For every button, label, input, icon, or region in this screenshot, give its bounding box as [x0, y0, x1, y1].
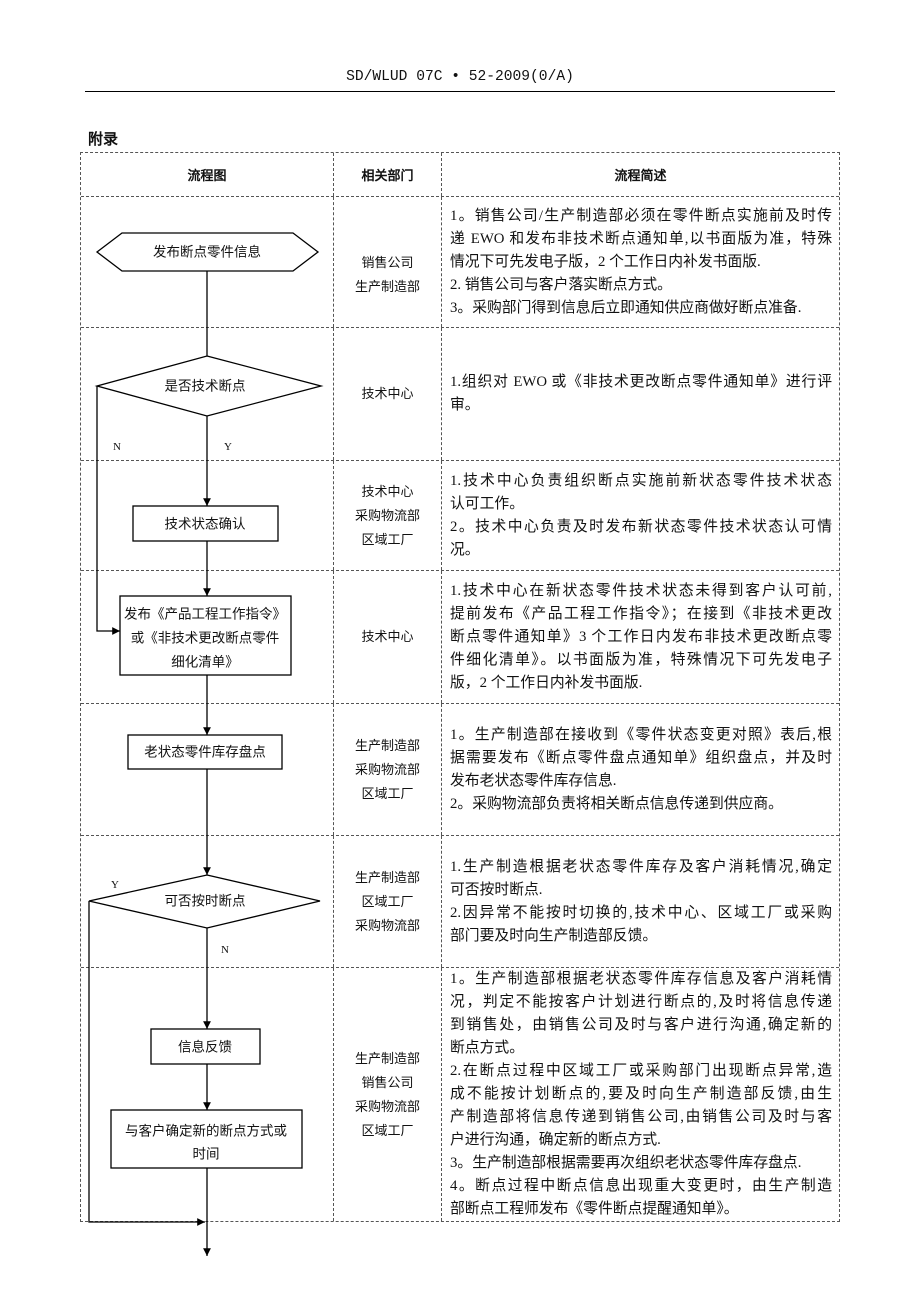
department-name: 技术中心 [361, 386, 414, 401]
appendix-title: 附录 [88, 131, 119, 148]
column-header-description: 流程简述 [441, 153, 839, 196]
department-name: 生产制造部 [354, 869, 420, 885]
description-line: 部断点工程师发布《零件断点提醒通知单》。 [450, 1201, 739, 1217]
departments-cell: 生产制造部区域工厂采购物流部 [333, 836, 441, 967]
description-line: 3。采购部门得到信息后立即通知供应商做好断点准备. [450, 299, 802, 316]
description-line: 成不能按计划断点的,要及时向生产制造部反馈,由生 [450, 1086, 832, 1102]
departments-cell: 技术中心 [333, 571, 441, 703]
department-name: 生产制造部 [354, 278, 420, 294]
description-line: 可否按时断点. [450, 881, 543, 898]
description-cell: 1。生产制造部在接收到《零件状态变更对照》表后,根据需要发布《断点零件盘点通知单… [441, 704, 839, 835]
description-cell: 1。生产制造部根据老状态零件库存信息及客户消耗情况，判定不能按客户计划进行断点的… [441, 968, 839, 1221]
description-line: 版，2 个工作日内补发书面版. [450, 674, 643, 691]
table-header-row: 流程图 相关部门 流程简述 [81, 153, 839, 196]
description-line: 1.组织对 EWO 或《非技术更改断点零件通知单》进行评 [450, 374, 832, 390]
department-name: 销售公司 [361, 1074, 414, 1090]
departments-cell: 生产制造部销售公司采购物流部区域工厂 [333, 968, 441, 1221]
description-line: 发布老状态零件库存信息. [450, 772, 617, 789]
table-row: 技术中心 1.组织对 EWO 或《非技术更改断点零件通知单》进行评审。 [81, 327, 839, 460]
table-row: 生产制造部销售公司采购物流部区域工厂 1。生产制造部根据老状态零件库存信息及客户… [81, 967, 839, 1221]
description-line: 1。销售公司/生产制造部必须在零件断点实施前及时传 [450, 207, 832, 224]
description-line: 1.生产制造根据老状态零件库存及客户消耗情况,确定 [450, 858, 832, 875]
department-name: 采购物流部 [354, 917, 420, 933]
department-name: 技术中心 [361, 629, 414, 644]
description-line: 部门要及时向生产制造部反馈。 [450, 927, 658, 944]
description-line: 4。断点过程中断点信息出现重大变更时，由生产制造 [450, 1178, 832, 1194]
department-name: 区域工厂 [361, 893, 414, 909]
table-row: 生产制造部区域工厂采购物流部 1.生产制造根据老状态零件库存及客户消耗情况,确定… [81, 835, 839, 967]
description-line: 递 EWO 和发布非技术断点通知单,以书面版为准，特殊 [450, 230, 832, 247]
department-name: 区域工厂 [361, 531, 414, 547]
description-line: 2. 销售公司与客户落实断点方式。 [450, 276, 672, 293]
description-line: 况，判定不能按客户计划进行断点的,及时将信息传递 [450, 994, 832, 1010]
description-cell: 1。销售公司/生产制造部必须在零件断点实施前及时传递 EWO 和发布非技术断点通… [441, 197, 839, 327]
flowchart-cell [81, 704, 333, 835]
departments-cell: 生产制造部采购物流部区域工厂 [333, 704, 441, 835]
flowchart-cell [81, 836, 333, 967]
description-line: 据需要发布《断点零件盘点通知单》组织盘点，并及时 [450, 749, 832, 766]
description-line: 情况下可先发电子版，2 个工作日内补发书面版. [450, 253, 761, 270]
flowchart-cell [81, 197, 333, 327]
table-row: 生产制造部采购物流部区域工厂 1。生产制造部在接收到《零件状态变更对照》表后,根… [81, 703, 839, 835]
departments-cell: 技术中心采购物流部区域工厂 [333, 461, 441, 570]
header-divider [85, 91, 835, 92]
department-name: 销售公司 [361, 254, 414, 270]
description-line: 2。技术中心负责及时发布新状态零件技术状态认可情 [450, 518, 832, 535]
description-line: 断点方式。 [450, 1040, 524, 1056]
description-line: 1.技术中心负责组织断点实施前新状态零件技术状态 [450, 472, 832, 489]
process-table: 流程图 相关部门 流程简述 销售公司生产制造部 1。销售公司/生产制造部必须在零… [80, 152, 840, 1222]
description-line: 产制造部将信息传递到销售公司,由销售公司及时与客 [450, 1109, 832, 1125]
column-header-flowchart: 流程图 [187, 168, 227, 183]
department-name: 采购物流部 [354, 1098, 420, 1114]
description-line: 1。生产制造部在接收到《零件状态变更对照》表后,根 [450, 726, 832, 743]
table-row: 技术中心采购物流部区域工厂 1.技术中心负责组织断点实施前新状态零件技术状态认可… [81, 460, 839, 570]
description-line: 户进行沟通，确定新的断点方式. [450, 1132, 661, 1148]
department-name: 技术中心 [361, 483, 414, 499]
flowchart-cell [81, 571, 333, 703]
table-row: 技术中心 1.技术中心在新状态零件技术状态未得到客户认可前, 提前发布《产品工程工… [81, 570, 839, 703]
flowchart-cell [81, 328, 333, 460]
departments-cell: 技术中心 [333, 328, 441, 460]
description-line: 3。生产制造部根据需要再次组织老状态零件库存盘点. [450, 1155, 802, 1171]
table-row: 销售公司生产制造部 1。销售公司/生产制造部必须在零件断点实施前及时传递 EWO… [81, 196, 839, 327]
description-line: 2.在断点过程中区域工厂或采购部门出现断点异常,造 [450, 1063, 832, 1079]
description-cell: 1.技术中心在新状态零件技术状态未得到客户认可前, 提前发布《产品工程工作指令》；… [441, 571, 839, 703]
description-line: 况。 [450, 541, 480, 558]
description-cell: 1.生产制造根据老状态零件库存及客户消耗情况,确定可否按时断点. 2.因异常不能按… [441, 836, 839, 967]
description-line: 认可工作。 [450, 495, 524, 512]
description-line: 1。生产制造部根据老状态零件库存信息及客户消耗情 [450, 971, 832, 987]
column-header-departments: 相关部门 [333, 153, 441, 196]
description-line: 审。 [450, 397, 480, 413]
description-line: 提前发布《产品工程工作指令》；在接到《非技术更改 [450, 605, 832, 622]
description-line: 断点零件通知单》3 个工作日内发布非技术更改断点零 [450, 628, 832, 645]
description-cell: 1.技术中心负责组织断点实施前新状态零件技术状态认可工作。 2。技术中心负责及时发… [441, 461, 839, 570]
department-name: 区域工厂 [361, 785, 414, 801]
description-line: 件细化清单》。以书面版为准，特殊情况下可先发电子 [450, 651, 832, 668]
description-line: 2.因异常不能按时切换的,技术中心、区域工厂或采购 [450, 904, 832, 921]
description-line: 2。采购物流部负责将相关断点信息传递到供应商。 [450, 795, 783, 812]
departments-cell: 销售公司生产制造部 [333, 197, 441, 327]
department-name: 采购物流部 [354, 507, 420, 523]
flowchart-cell [81, 461, 333, 570]
department-name: 采购物流部 [354, 761, 420, 777]
description-line: 到销售处，由销售公司及时与客户进行沟通,确定新的 [450, 1017, 832, 1033]
flowchart-cell [81, 968, 333, 1221]
document-code-header: SD/WLUD 07C • 52-2009(0/A) [346, 69, 574, 85]
department-name: 生产制造部 [354, 1050, 420, 1066]
description-cell: 1.组织对 EWO 或《非技术更改断点零件通知单》进行评审。 [441, 328, 839, 460]
department-name: 区域工厂 [361, 1122, 414, 1138]
description-line: 1.技术中心在新状态零件技术状态未得到客户认可前, [450, 582, 832, 599]
department-name: 生产制造部 [354, 737, 420, 753]
